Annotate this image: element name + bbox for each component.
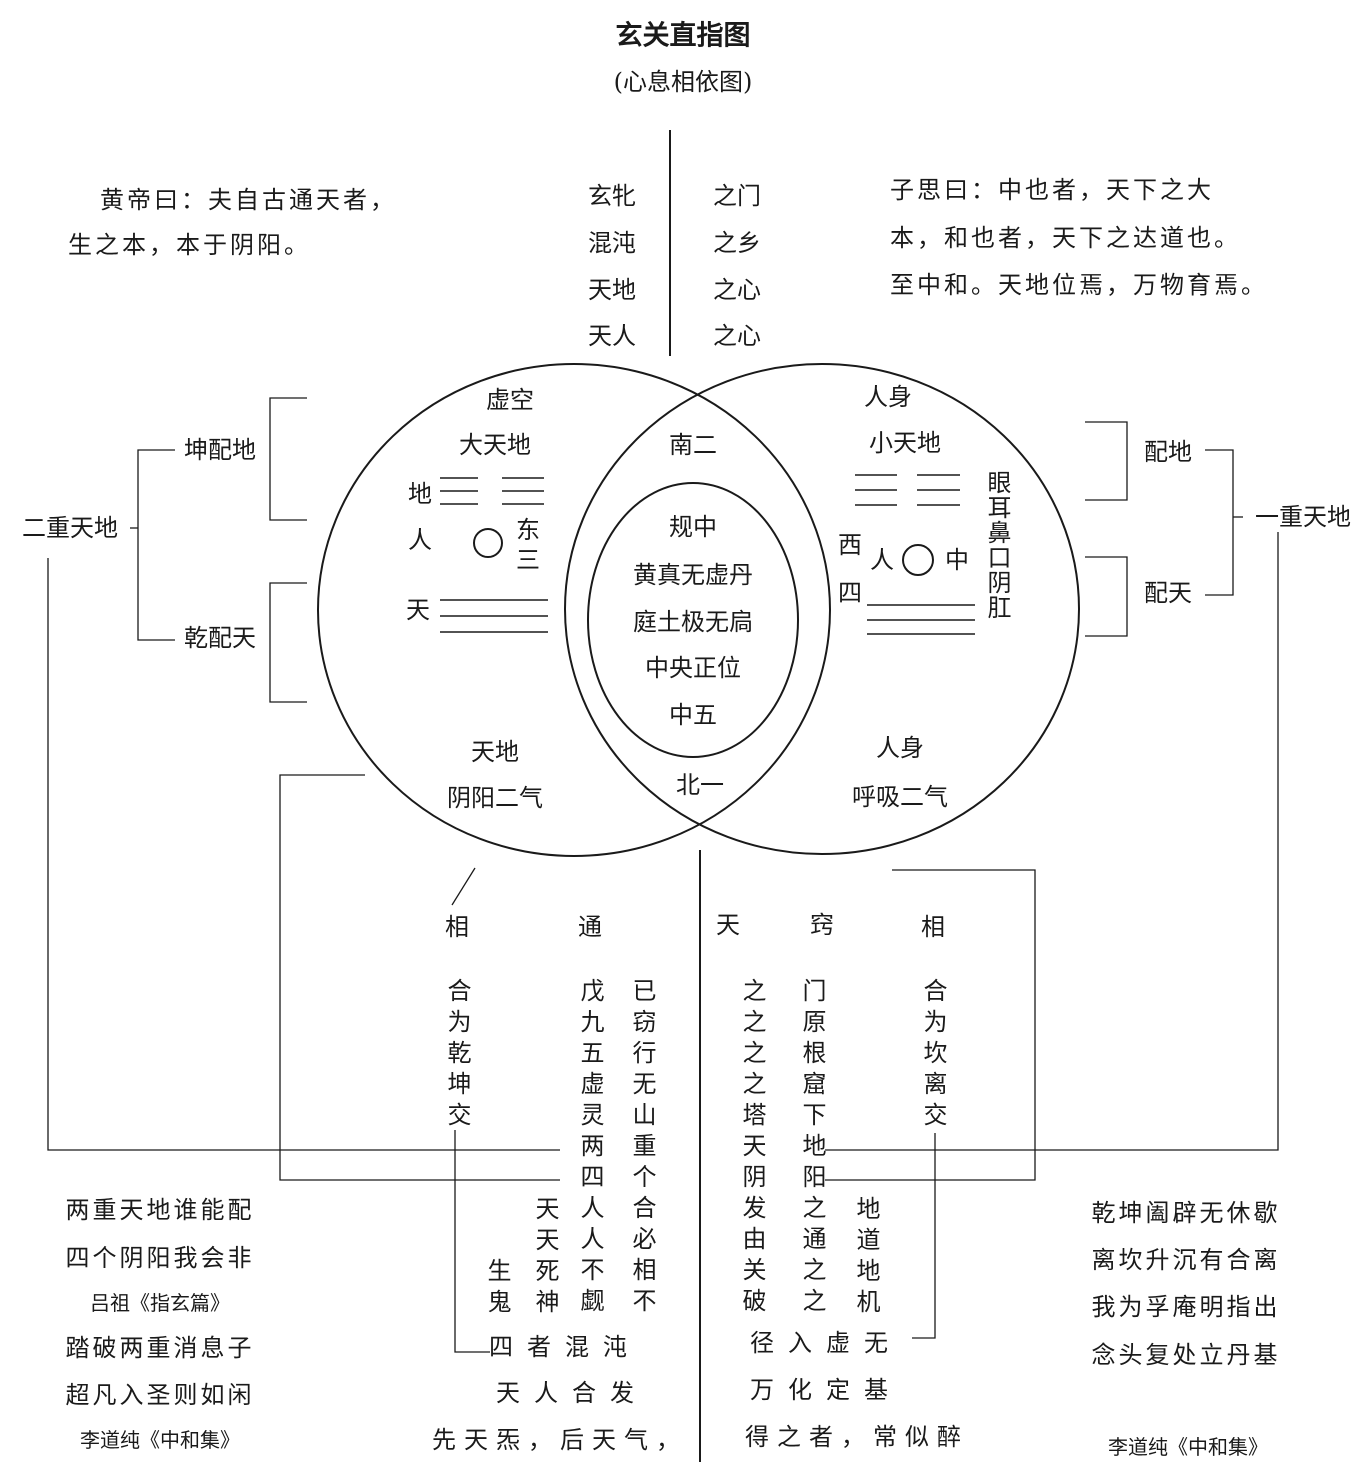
center-right-label: 之心 (713, 276, 761, 304)
lower-center-text: 得之者，常似醉 (745, 1423, 969, 1451)
center-right-label: 之心 (713, 322, 761, 350)
qian-trigram (440, 599, 548, 633)
south-label: 南二 (669, 431, 717, 459)
label-ren: 人 (408, 526, 432, 554)
right-brackets (825, 421, 1279, 1339)
kun-pei-di: 坤配地 (184, 436, 256, 464)
center-left-label: 天人 (588, 322, 636, 350)
left-poem-line: 四个阴阳我会非 (65, 1244, 255, 1272)
pei-tian: 配天 (1144, 579, 1192, 607)
right-kun-trigram (855, 474, 960, 506)
right-poem-line: 我为孚庵明指出 (1091, 1293, 1281, 1321)
right-qian-trigram (867, 604, 975, 635)
center-right-label: 之乡 (713, 229, 761, 257)
right-circle-bottom: 呼吸二气 (852, 783, 948, 811)
column-text: 地道地机 (852, 1196, 880, 1320)
page-subtitle: (心息相依图) (613, 68, 753, 96)
label-xi: 西 (838, 531, 862, 559)
center-left-label: 天地 (588, 276, 636, 304)
lower-center-text: 天人合发 (496, 1379, 648, 1407)
qian-pei-tian: 乾配天 (184, 624, 256, 652)
lower-center-text: 四者混沌 (489, 1333, 641, 1361)
left-circle-sub: 大天地 (459, 431, 531, 459)
right-center-circle (902, 544, 934, 576)
lower-center-text: 先天炁，后天气， (432, 1426, 688, 1454)
left-circle (317, 363, 831, 857)
center-line: 庭土极无扃 (633, 608, 753, 636)
lower-center-text: 径入虚无 (750, 1329, 902, 1357)
lower-center-text: 万化定基 (750, 1376, 902, 1404)
center-left-label: 混沌 (588, 229, 636, 257)
left-poem-line: 两重天地谁能配 (65, 1196, 255, 1224)
center-line: 中五 (669, 701, 717, 729)
left-circle-top: 虚空 (486, 386, 534, 414)
left-circle-bottom: 阴阳二气 (447, 784, 543, 812)
right-poem-line: 念头复处立丹基 (1091, 1341, 1281, 1369)
lower-header: 窍 (810, 911, 834, 939)
right-circle-top: 人身 (864, 383, 912, 411)
column-text: 戊九五虚灵两四人人不觑 (576, 978, 604, 1319)
center-ellipse (587, 482, 799, 758)
column-text: 天天死神 (531, 1196, 559, 1320)
right-circle-bottom: 人身 (876, 734, 924, 762)
left-brackets (47, 397, 560, 1353)
er-zhong-tian-di: 二重天地 (22, 514, 118, 542)
north-label: 北一 (676, 771, 724, 799)
column-text: 门原根窟下地阳之通之之 (798, 978, 826, 1319)
pei-di: 配地 (1144, 438, 1192, 466)
lower-header: 相 (445, 913, 469, 941)
center-left-label: 玄牝 (588, 182, 636, 210)
right-poem-line: 离坎升沉有合离 (1091, 1246, 1281, 1274)
column-text: 已窃行无山重个合必相不 (628, 978, 656, 1319)
column-text: 生鬼 (483, 1258, 511, 1320)
center-line: 规中 (669, 513, 717, 541)
left-quote-line: 生之本，本于阴阳。 (68, 231, 311, 259)
label-si: 四 (838, 579, 862, 607)
column-text: 合为乾坤交 (443, 978, 471, 1133)
left-poem-line: 超凡入圣则如闲 (65, 1381, 255, 1409)
label-san: 三 (516, 546, 540, 574)
label-zhong: 中 (945, 546, 969, 574)
left-quote-line: 黄帝曰：夫自古通天者， (100, 186, 397, 214)
column-text: 之之之之塔天阴发由关破 (738, 978, 766, 1319)
left-center-circle (473, 528, 503, 558)
right-quote-line: 本，和也者，天下之达道也。 (890, 224, 1241, 252)
label-dong: 东 (516, 516, 540, 544)
label-tian: 天 (406, 596, 430, 624)
column-text: 合为坎离交 (919, 978, 947, 1133)
organs-column: 眼耳鼻口阴肛 (983, 470, 1011, 620)
lower-header: 通 (578, 913, 602, 941)
right-circle (564, 363, 1080, 855)
yi-zhong-tian-di: 一重天地 (1255, 503, 1351, 531)
right-quote-line: 至中和。天地位焉，万物育焉。 (890, 271, 1268, 299)
page-title: 玄关直指图 (615, 20, 751, 52)
lower-header: 相 (921, 913, 945, 941)
right-circle-sub: 小天地 (869, 429, 941, 457)
left-poem-source: 李道纯《中和集》 (80, 1428, 240, 1452)
label-ren-right: 人 (870, 546, 894, 574)
left-poem-line: 踏破两重消息子 (65, 1334, 255, 1362)
right-poem-line: 乾坤阖辟无休歇 (1091, 1199, 1281, 1227)
kun-trigram (440, 477, 544, 505)
right-quote-line: 子思曰：中也者，天下之大 (890, 176, 1214, 204)
left-poem-source: 吕祖《指玄篇》 (90, 1291, 230, 1315)
right-poem-source: 李道纯《中和集》 (1108, 1435, 1268, 1459)
center-line: 中央正位 (645, 654, 741, 682)
label-di: 地 (408, 480, 432, 508)
left-circle-bottom: 天地 (471, 738, 519, 766)
center-line: 黄真无虚丹 (633, 561, 753, 589)
center-right-label: 之门 (713, 182, 761, 210)
lower-header: 天 (716, 911, 740, 939)
